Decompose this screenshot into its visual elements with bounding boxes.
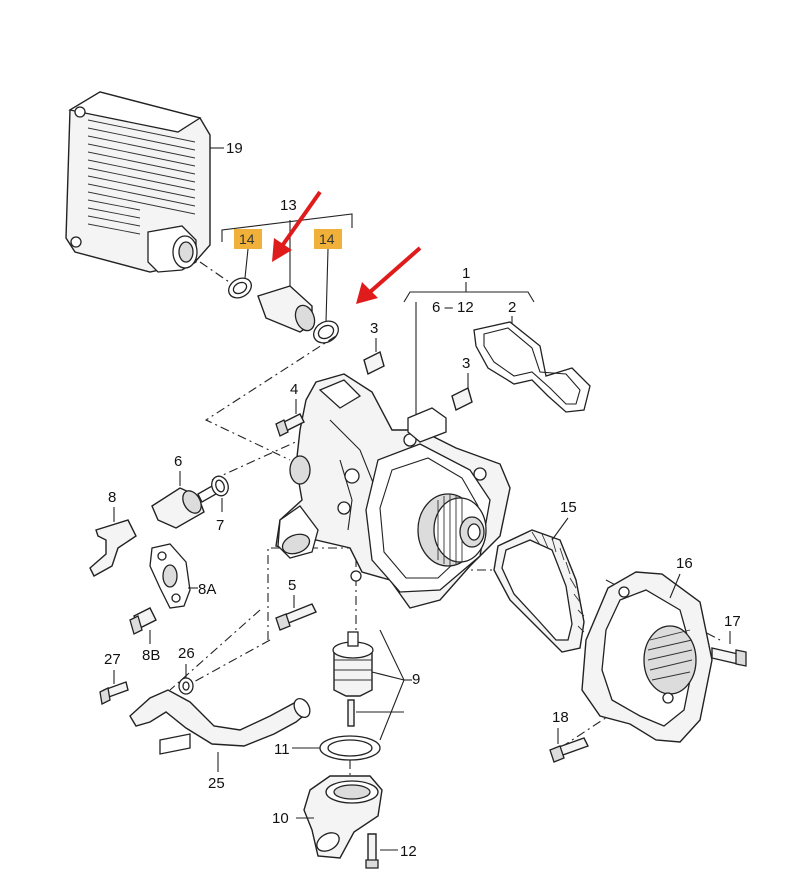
connector-group: 13 14 14 bbox=[199, 197, 353, 344]
callout-5: 5 bbox=[288, 577, 296, 594]
bolt-5-group: 5 bbox=[275, 577, 317, 631]
callout-27: 27 bbox=[104, 651, 121, 668]
callout-26: 26 bbox=[178, 645, 195, 662]
callout-25: 25 bbox=[208, 775, 225, 792]
callout-15: 15 bbox=[560, 499, 577, 516]
thermostat-pin bbox=[347, 699, 355, 727]
callout-7: 7 bbox=[216, 517, 224, 534]
callout-11: 11 bbox=[274, 741, 290, 758]
callout-14-right: 14 bbox=[319, 231, 335, 247]
pump-labels-top: 1 6 – 12 2 3 3 bbox=[363, 265, 591, 420]
callout-8a: 8A bbox=[198, 581, 216, 598]
bolt-4-group: 4 bbox=[275, 381, 305, 437]
oil-cooler: 19 bbox=[65, 91, 243, 273]
cover-bolts: 17 18 bbox=[549, 613, 747, 763]
stud-right bbox=[451, 386, 473, 412]
bolt-12-group: 12 bbox=[365, 833, 417, 869]
red-arrows bbox=[272, 190, 422, 304]
callout-14-left: 14 bbox=[239, 231, 255, 247]
callout-6: 6 bbox=[174, 453, 182, 470]
bolt-17 bbox=[711, 647, 739, 665]
thermostat-group: 9 bbox=[332, 629, 420, 741]
timing-cover: 16 bbox=[581, 555, 713, 743]
coolant-pipe-25 bbox=[129, 689, 310, 747]
toothed-belt: 15 bbox=[493, 499, 585, 653]
callout-12: 12 bbox=[400, 843, 417, 860]
callout-3-right: 3 bbox=[462, 355, 470, 372]
gasket bbox=[473, 321, 591, 413]
callout-13: 13 bbox=[280, 197, 297, 214]
callout-18: 18 bbox=[552, 709, 569, 726]
thermostat-housing-group: 10 bbox=[272, 775, 383, 859]
callout-10: 10 bbox=[272, 810, 289, 827]
callout-1: 1 bbox=[462, 265, 470, 282]
callout-3-upper: 3 bbox=[370, 320, 378, 337]
highlight-14-right bbox=[314, 229, 342, 249]
coolant-pipe-group: 25 26 27 bbox=[99, 645, 311, 792]
red-arrow-left bbox=[280, 190, 322, 248]
stud-upper bbox=[363, 350, 385, 376]
water-pump-housing bbox=[275, 373, 511, 609]
callout-2: 2 bbox=[508, 299, 516, 316]
red-arrow-right bbox=[368, 246, 422, 294]
bolt-12 bbox=[367, 833, 377, 863]
callout-16: 16 bbox=[676, 555, 693, 572]
callout-6-12: 6 – 12 bbox=[432, 299, 474, 316]
callout-17: 17 bbox=[724, 613, 741, 630]
callout-8: 8 bbox=[108, 489, 116, 506]
callout-9: 9 bbox=[412, 671, 420, 688]
cover-port bbox=[643, 625, 697, 695]
callout-4: 4 bbox=[290, 381, 298, 398]
highlight-14-left bbox=[234, 229, 262, 249]
o-ring-11-group: 11 bbox=[274, 735, 381, 761]
retaining-clip-8 bbox=[89, 519, 137, 577]
callout-8b: 8B bbox=[142, 647, 160, 664]
sensor-group: 6 7 8 8A 8B bbox=[89, 453, 229, 664]
callout-19: 19 bbox=[226, 140, 243, 157]
